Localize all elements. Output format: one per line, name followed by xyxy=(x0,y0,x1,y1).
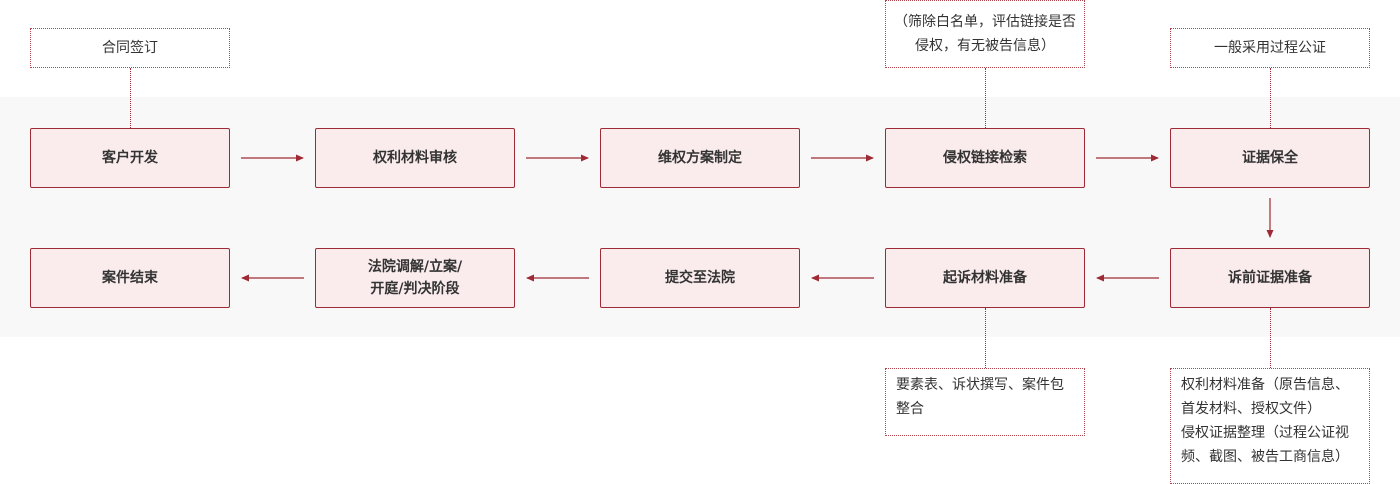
step-case-end: 案件结束 xyxy=(30,248,230,308)
note-evidence: 权利材料准备（原告信息、首发材料、授权文件） 侵权证据整理（过程公证视频、截图、… xyxy=(1170,368,1370,484)
step-label: 诉前证据准备 xyxy=(1228,270,1312,286)
step-label: 案件结束 xyxy=(102,270,158,286)
connector-contract xyxy=(130,68,131,128)
step-pre-suit-evidence: 诉前证据准备 xyxy=(1170,248,1370,308)
step-label: 权利材料审核 xyxy=(373,150,457,166)
step-label: 证据保全 xyxy=(1242,150,1298,166)
note-notary: 一般采用过程公证 xyxy=(1170,28,1370,68)
step-customer-development: 客户开发 xyxy=(30,128,230,188)
connector-evidence xyxy=(1270,308,1271,368)
note-text: 权利材料准备（原告信息、首发材料、授权文件） xyxy=(1181,377,1349,417)
step-label: 维权方案制定 xyxy=(658,150,742,166)
step-submit-court: 提交至法院 xyxy=(600,248,800,308)
connector-whitelist xyxy=(985,68,986,128)
note-materials: 要素表、诉状撰写、案件包整合 xyxy=(885,368,1085,436)
step-label: 起诉材料准备 xyxy=(943,270,1027,286)
step-label: 客户开发 xyxy=(102,150,158,166)
step-label: 侵权链接检索 xyxy=(943,150,1027,166)
connector-materials xyxy=(985,308,986,368)
note-text: 合同签订 xyxy=(102,40,158,56)
step-label: 法院调解/立案/ 开庭/判决阶段 xyxy=(367,259,463,297)
step-evidence-preservation: 证据保全 xyxy=(1170,128,1370,188)
connector-notary xyxy=(1270,68,1271,128)
step-plan-formulation: 维权方案制定 xyxy=(600,128,800,188)
note-contract: 合同签订 xyxy=(30,28,230,68)
step-rights-review: 权利材料审核 xyxy=(315,128,515,188)
note-text: （筛除白名单，评估链接是否侵权，有无被告信息） xyxy=(894,14,1076,54)
step-label: 提交至法院 xyxy=(665,270,735,286)
note-text: 要素表、诉状撰写、案件包整合 xyxy=(896,377,1064,417)
step-infringement-search: 侵权链接检索 xyxy=(885,128,1085,188)
note-text: 侵权证据整理（过程公证视频、截图、被告工商信息） xyxy=(1181,425,1349,465)
step-court-stage: 法院调解/立案/ 开庭/判决阶段 xyxy=(315,248,515,308)
note-text: 一般采用过程公证 xyxy=(1214,40,1326,56)
note-whitelist: （筛除白名单，评估链接是否侵权，有无被告信息） xyxy=(885,0,1085,68)
step-filing-materials: 起诉材料准备 xyxy=(885,248,1085,308)
